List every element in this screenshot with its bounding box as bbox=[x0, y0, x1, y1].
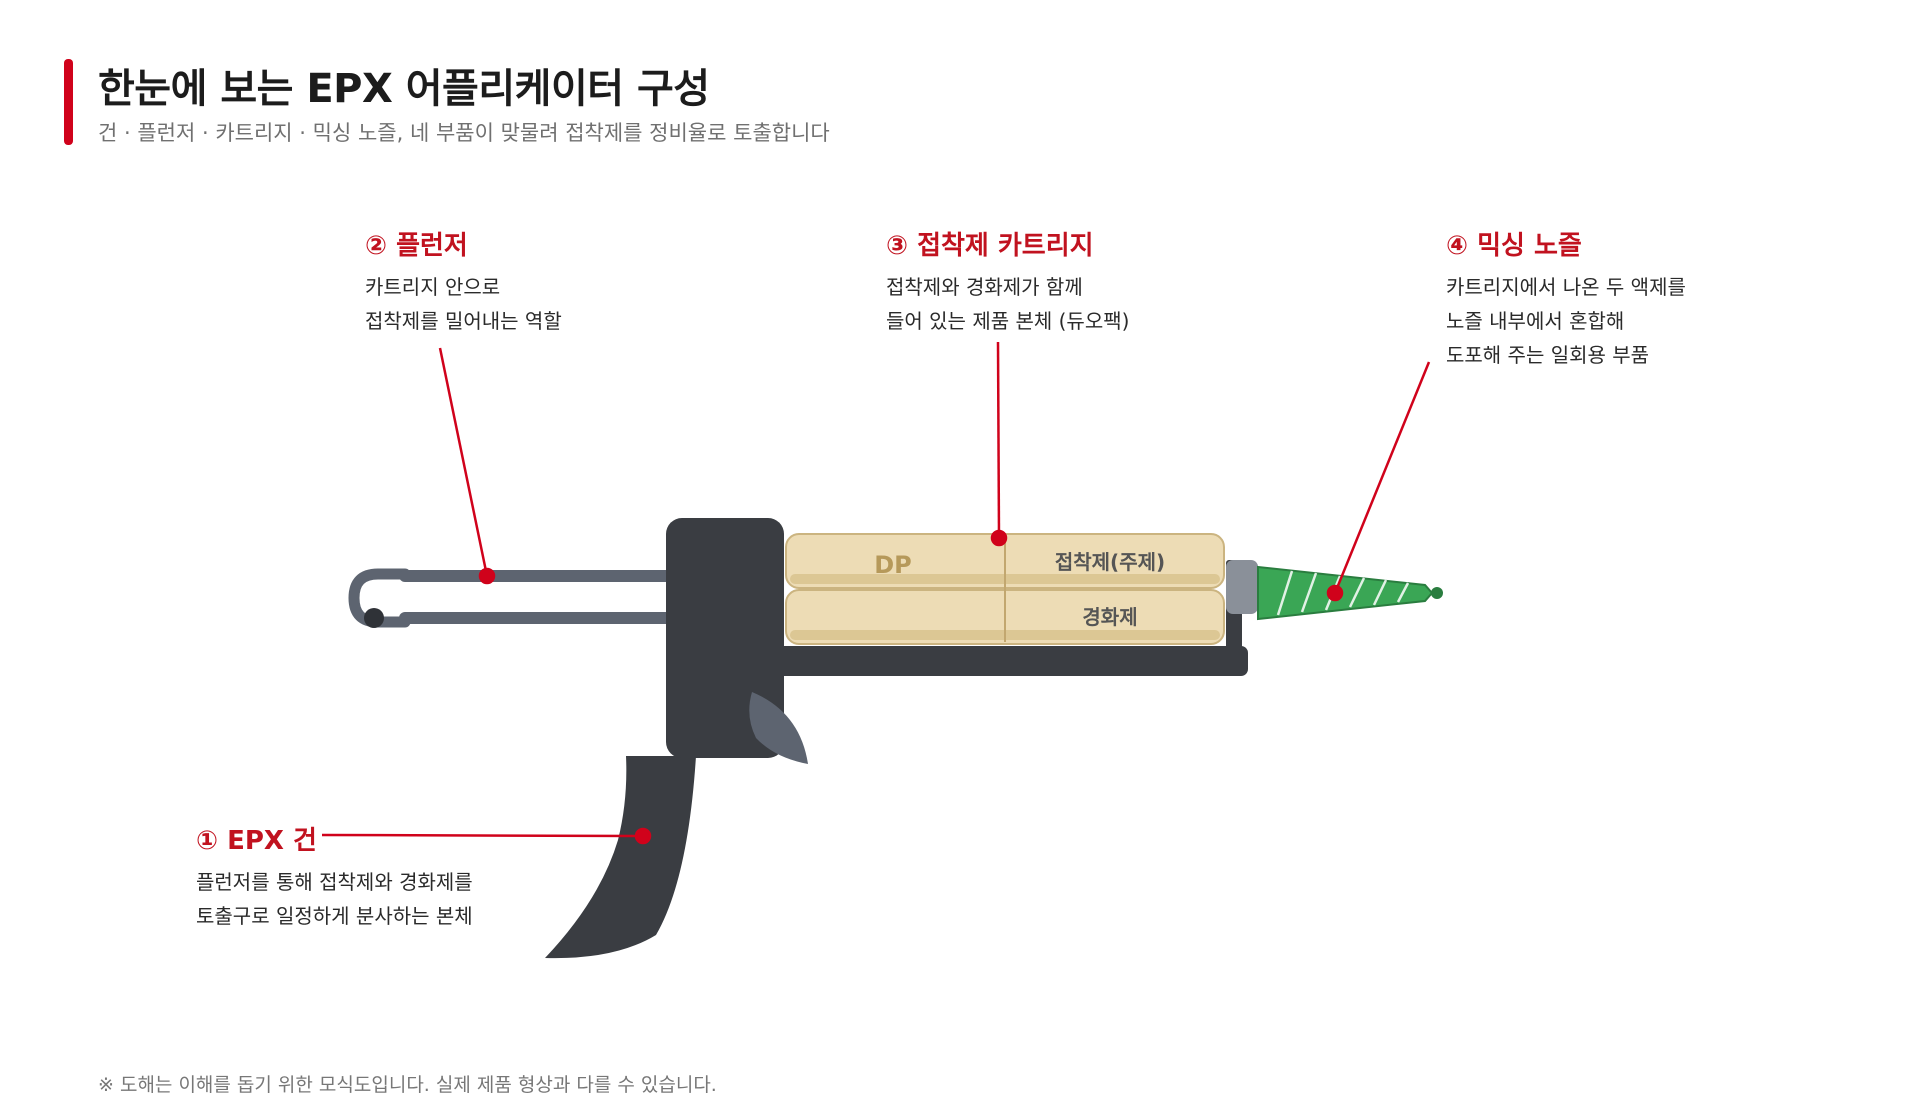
mixing-nozzle bbox=[1226, 560, 1443, 621]
callout-cartridge-title: ③ 접착제 카트리지 bbox=[886, 231, 1094, 261]
callout-plunger-line: 접착제를 밀어내는 역할 bbox=[365, 309, 562, 333]
nozzle-tip bbox=[1431, 587, 1443, 599]
callout-gun-line: 토출구로 일정하게 분사하는 본체 bbox=[196, 904, 473, 928]
callout-gun: ① EPX 건 플런저를 통해 접착제와 경화제를 토출구로 일정하게 분사하는… bbox=[196, 820, 473, 933]
page-title: 한눈에 보는 EPX 어플리케이터 구성 bbox=[98, 66, 710, 112]
leader-nozzle bbox=[1333, 361, 1431, 594]
callout-cartridge: ③ 접착제 카트리지 접착제와 경화제가 함께 들어 있는 제품 본체 (듀오팩… bbox=[886, 225, 1129, 338]
gun-frame-rail bbox=[740, 646, 1248, 676]
nozzle-cone bbox=[1257, 565, 1434, 621]
callout-nozzle-line: 도포해 주는 일회용 부품 bbox=[1446, 343, 1650, 367]
callout-cartridge-line: 접착제와 경화제가 함께 bbox=[886, 275, 1083, 299]
callout-gun-title: ① EPX 건 bbox=[196, 826, 317, 856]
plunger bbox=[348, 568, 674, 628]
callout-nozzle-line: 노즐 내부에서 혼합해 bbox=[1446, 309, 1625, 333]
leader-cartridge bbox=[996, 341, 1001, 539]
cartridge-bottom-label: 경화제 bbox=[1082, 605, 1137, 629]
plunger-knob bbox=[364, 608, 384, 628]
callout-nozzle-title: ④ 믹싱 노즐 bbox=[1446, 231, 1582, 261]
callout-cartridge-line: 들어 있는 제품 본체 (듀오팩) bbox=[886, 309, 1130, 333]
callout-nozzle-line: 카트리지에서 나온 두 액제를 bbox=[1446, 275, 1686, 299]
leader-plunger bbox=[438, 347, 489, 577]
cartridge-brand: DP bbox=[874, 551, 912, 579]
title-accent-bar bbox=[64, 59, 73, 145]
cartridge: DP 접착제(주제) 경화제 bbox=[785, 533, 1225, 645]
callout-plunger-title: ② 플런저 bbox=[365, 231, 468, 261]
gun-trigger bbox=[749, 692, 808, 764]
page-subtitle: 건 · 플런저 · 카트리지 · 믹싱 노즐, 네 부품이 맞물려 접착제를 정… bbox=[98, 121, 830, 145]
footnote: ※ 도해는 이해를 돕기 위한 모식도입니다. 실제 제품 형상과 다를 수 있… bbox=[98, 1074, 717, 1096]
gun-handle bbox=[545, 756, 696, 959]
leader-gun bbox=[321, 833, 644, 838]
callout-nozzle: ④ 믹싱 노즐 카트리지에서 나온 두 액제를 노즐 내부에서 혼합해 도포해 … bbox=[1446, 225, 1686, 372]
leader-lines bbox=[321, 341, 1431, 845]
cartridge-top-label: 접착제(주제) bbox=[1055, 550, 1165, 574]
nozzle-collar bbox=[1226, 560, 1258, 614]
callout-plunger-line: 카트리지 안으로 bbox=[365, 275, 501, 299]
callout-plunger: ② 플런저 카트리지 안으로 접착제를 밀어내는 역할 bbox=[365, 225, 562, 338]
callout-gun-line: 플런저를 통해 접착제와 경화제를 bbox=[196, 870, 473, 894]
